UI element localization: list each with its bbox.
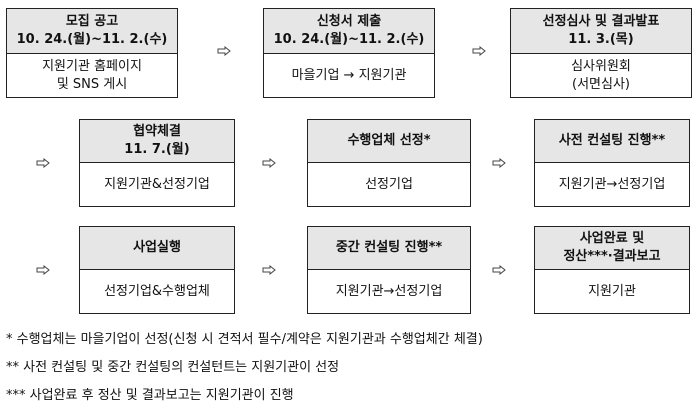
arrow-right-icon (36, 265, 50, 275)
step-agreement-signing: 협약체결 11. 7.(월) 지원기관&선정기업 (79, 119, 235, 207)
step-title: 사전 컨설팅 진행** (558, 133, 666, 148)
step-title: 모집 공고 (65, 14, 119, 29)
step-header: 선정심사 및 결과발표 11. 3.(목) (511, 9, 691, 54)
step-project-execution: 사업실행 선정기업&수행업체 (79, 226, 235, 314)
arrow-right-icon (262, 265, 276, 275)
step-header: 모집 공고 10. 24.(월)~11. 2.(수) (7, 9, 177, 54)
step-actor: 심사위원회 (571, 58, 631, 74)
step-header: 사업실행 (80, 227, 234, 270)
step-title: 사업완료 및 (579, 231, 645, 246)
step-actor: 지원기관&선정기업 (104, 176, 210, 192)
step-title: 협약체결 (133, 124, 181, 139)
step-screening-announcement: 선정심사 및 결과발표 11. 3.(목) 심사위원회 (서면심사) (510, 8, 692, 98)
step-header: 신청서 제출 10. 24.(월)~11. 2.(수) (264, 9, 434, 54)
step-actor: 선정기업&수행업체 (104, 283, 210, 299)
step-date: 10. 24.(월)~11. 2.(수) (16, 32, 168, 47)
step-actor: 마을기업 → 지원기관 (291, 67, 407, 83)
step-title-line2: 정산***·결과보고 (563, 249, 661, 264)
step-title: 수행업체 선정* (347, 133, 431, 148)
arrow-right-icon (492, 265, 506, 275)
step-title: 중간 컨설팅 진행** (335, 240, 443, 255)
footnote-contractor-selection: * 수행업체는 마을기업이 선정(신청 시 견적서 필수/계약은 지원기관과 수… (6, 332, 483, 347)
step-body: 지원기관&선정기업 (80, 163, 234, 206)
step-body: 지원기관 홈페이지 및 SNS 게시 (7, 54, 177, 97)
step-actor-detail: 및 SNS 게시 (56, 76, 128, 92)
arrow-right-icon (492, 158, 506, 168)
arrow-right-icon (217, 46, 231, 56)
step-title: 선정심사 및 결과발표 (542, 14, 660, 29)
step-body: 마을기업 → 지원기관 (264, 54, 434, 97)
step-header: 사전 컨설팅 진행** (535, 120, 689, 163)
footnote-settlement: *** 사업완료 후 정산 및 결과보고는 지원기관이 진행 (6, 388, 294, 403)
arrow-right-icon (262, 158, 276, 168)
step-date: 10. 24.(월)~11. 2.(수) (273, 32, 425, 47)
step-body: 지원기관→선정기업 (535, 163, 689, 206)
step-header: 중간 컨설팅 진행** (308, 227, 470, 270)
step-contractor-selection: 수행업체 선정* 선정기업 (307, 119, 471, 207)
step-body: 선정기업&수행업체 (80, 270, 234, 313)
footnote-consultant-selection: ** 사전 컨설팅 및 중간 컨설팅의 컨설턴트는 지원기관이 선정 (6, 360, 340, 375)
step-title: 사업실행 (133, 240, 181, 255)
arrow-right-icon (36, 158, 50, 168)
step-actor: 지원기관→선정기업 (335, 283, 443, 299)
step-actor-detail: (서면심사) (572, 76, 630, 92)
step-pre-consulting: 사전 컨설팅 진행** 지원기관→선정기업 (534, 119, 690, 207)
step-date: 11. 3.(목) (568, 32, 634, 47)
step-actor: 선정기업 (365, 176, 413, 192)
step-body: 심사위원회 (서면심사) (511, 54, 691, 97)
step-actor: 지원기관 홈페이지 (42, 58, 142, 74)
step-title: 신청서 제출 (316, 14, 382, 29)
step-mid-consulting: 중간 컨설팅 진행** 지원기관→선정기업 (307, 226, 471, 314)
step-actor: 지원기관→선정기업 (558, 176, 666, 192)
step-completion-settlement: 사업완료 및 정산***·결과보고 지원기관 (534, 226, 690, 314)
arrow-right-icon (472, 46, 486, 56)
step-actor: 지원기관 (588, 283, 636, 299)
step-header: 사업완료 및 정산***·결과보고 (535, 227, 689, 270)
step-body: 지원기관 (535, 270, 689, 313)
step-body: 선정기업 (308, 163, 470, 206)
step-recruitment-notice: 모집 공고 10. 24.(월)~11. 2.(수) 지원기관 홈페이지 및 S… (6, 8, 178, 98)
step-application-submission: 신청서 제출 10. 24.(월)~11. 2.(수) 마을기업 → 지원기관 (263, 8, 435, 98)
step-date: 11. 7.(월) (124, 142, 190, 157)
step-body: 지원기관→선정기업 (308, 270, 470, 313)
step-header: 수행업체 선정* (308, 120, 470, 163)
step-header: 협약체결 11. 7.(월) (80, 120, 234, 163)
